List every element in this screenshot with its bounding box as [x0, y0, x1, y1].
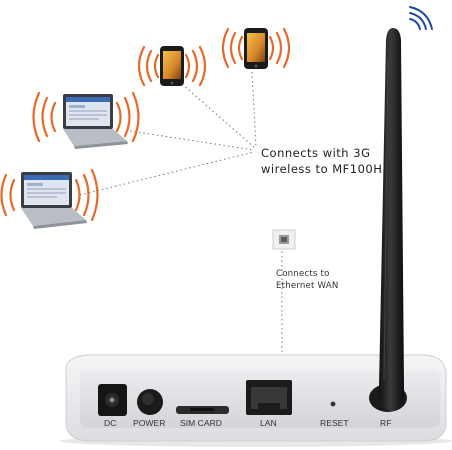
connection-line-laptop-1 [129, 130, 255, 151]
wireless-annotation-line-1: Connects with 3G [261, 146, 371, 160]
wan-annotation-line-2: Ethernet WAN [276, 281, 339, 291]
port-label-reset: RESET [320, 418, 349, 428]
phone-icon [137, 45, 207, 87]
wan-annotation-line-1: Connects to [276, 269, 330, 279]
port-label-lan: LAN [260, 418, 277, 428]
antenna-icon [378, 28, 405, 411]
router-icon [60, 354, 452, 447]
connection-line-phone-1 [181, 83, 256, 149]
port-label-rf: RF [380, 418, 392, 428]
wifi-signal-icon [409, 6, 433, 30]
wireless-annotation: Connects with 3G wireless to MF100H [261, 145, 411, 177]
connection-line-laptop-2 [79, 151, 255, 196]
laptop-icon [32, 91, 140, 149]
reset-button [330, 401, 336, 407]
ethernet-wall-jack-icon [272, 229, 296, 250]
connection-line-phone-2 [251, 71, 257, 148]
wireless-annotation-line-2: wireless to MF100H [261, 162, 383, 176]
port-label-power: POWER [133, 418, 166, 428]
connection-lines [79, 71, 283, 368]
port-label-sim: SIM CARD [180, 418, 223, 428]
laptop-icon [0, 168, 99, 229]
wan-annotation: Connects to Ethernet WAN [276, 268, 396, 292]
port-label-dc: DC [104, 418, 117, 428]
phone-icon [221, 27, 291, 69]
